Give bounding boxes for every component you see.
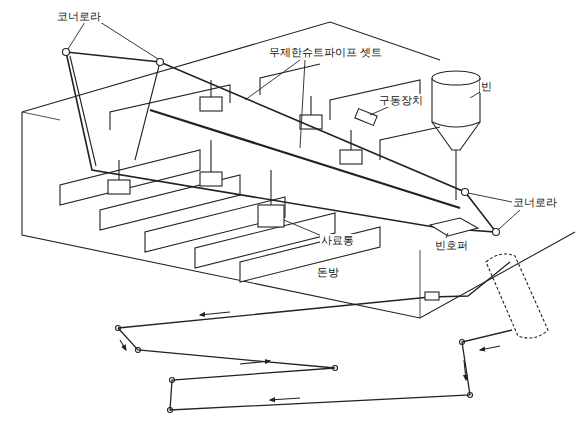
part-label: 코너로라 (56, 10, 102, 23)
part-label: 코너로라 (512, 196, 558, 209)
part-label: 빈호퍼 (434, 239, 469, 252)
part-label: 돈방 (316, 266, 340, 279)
part-label: 빈 (480, 80, 493, 93)
part-label: 사료통 (320, 234, 355, 247)
part-label: 구동장치 (378, 94, 424, 107)
part-label: 무제한슈트파이프 셋트 (268, 46, 384, 59)
